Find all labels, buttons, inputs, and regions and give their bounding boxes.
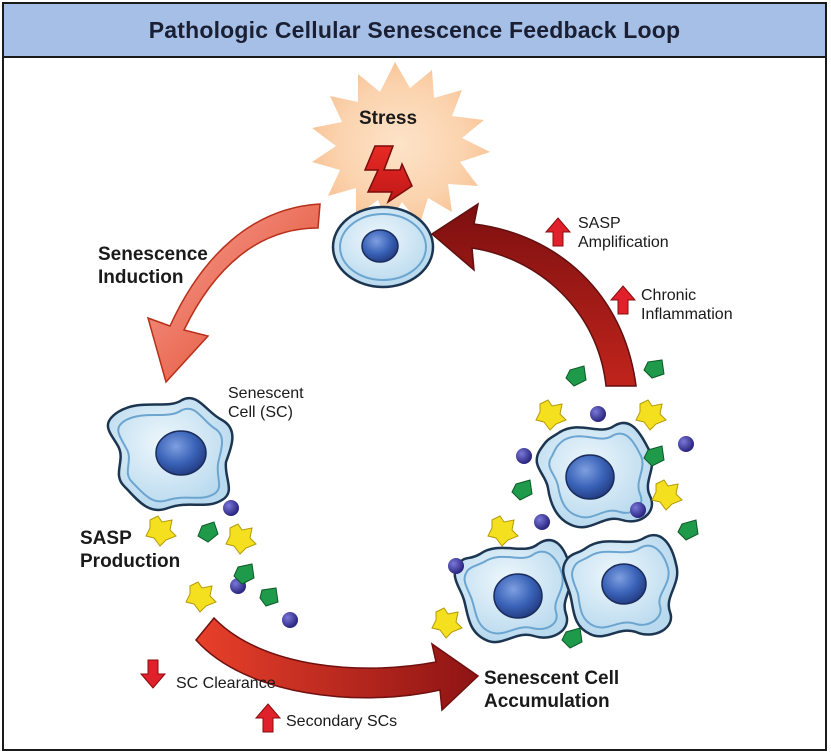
title-bar: Pathologic Cellular Senescence Feedback … bbox=[2, 2, 827, 58]
chronic-inflammation-label: Chronic Inflammation bbox=[641, 286, 733, 324]
lightning-bolt-icon bbox=[363, 145, 413, 204]
senescence-induction-line-2: Induction bbox=[98, 266, 184, 288]
senescence-induction-line-1: Senescence bbox=[98, 244, 208, 265]
chronic-inflammation-line-1: Chronic bbox=[641, 287, 697, 304]
sasp-production-label: SASP Production bbox=[80, 528, 180, 574]
secondary-scs-label: Secondary SCs bbox=[286, 713, 398, 730]
up-arrow-icon bbox=[609, 285, 637, 315]
sasp-factors-right bbox=[431, 359, 699, 649]
sasp-amplification-line-2: Amplification bbox=[578, 234, 669, 252]
accumulation-label: Senescent Cell Accumulation bbox=[484, 668, 619, 714]
accumulation-line-1: Senescent Cell bbox=[484, 668, 620, 689]
sasp-amplification-line-1: SASP bbox=[578, 215, 621, 232]
senescence-induction-arrow bbox=[146, 203, 321, 384]
accumulation-line-2: Accumulation bbox=[484, 690, 610, 712]
down-arrow-icon bbox=[139, 659, 167, 689]
up-arrow-icon bbox=[254, 703, 282, 733]
senescent-cell-left bbox=[106, 396, 234, 512]
page-title: Pathologic Cellular Senescence Feedback … bbox=[148, 16, 681, 43]
sasp-amplification-label: SASP Amplification bbox=[578, 214, 669, 252]
up-arrow-icon bbox=[544, 217, 572, 247]
senescent-cell-cluster bbox=[453, 421, 679, 644]
stress-label: Stress bbox=[358, 108, 418, 129]
sasp-production-line-2: Production bbox=[80, 550, 181, 572]
senescent-cell-line-1: Senescent bbox=[228, 385, 304, 402]
senescent-cell-line-2: Cell (SC) bbox=[228, 404, 293, 422]
senescent-cell-label: Senescent Cell (SC) bbox=[228, 384, 304, 422]
stress-burst bbox=[312, 62, 490, 226]
sasp-production-line-1: SASP bbox=[80, 528, 132, 549]
normal-cell bbox=[331, 205, 435, 289]
sc-clearance-label: SC Clearance bbox=[176, 675, 276, 692]
sasp-factors-left bbox=[145, 500, 298, 628]
chronic-inflammation-line-2: Inflammation bbox=[641, 306, 733, 324]
sasp-spread-arrow bbox=[195, 616, 480, 712]
feedback-amplification-arrow bbox=[430, 202, 637, 387]
senescence-induction-label: Senescence Induction bbox=[98, 244, 208, 290]
